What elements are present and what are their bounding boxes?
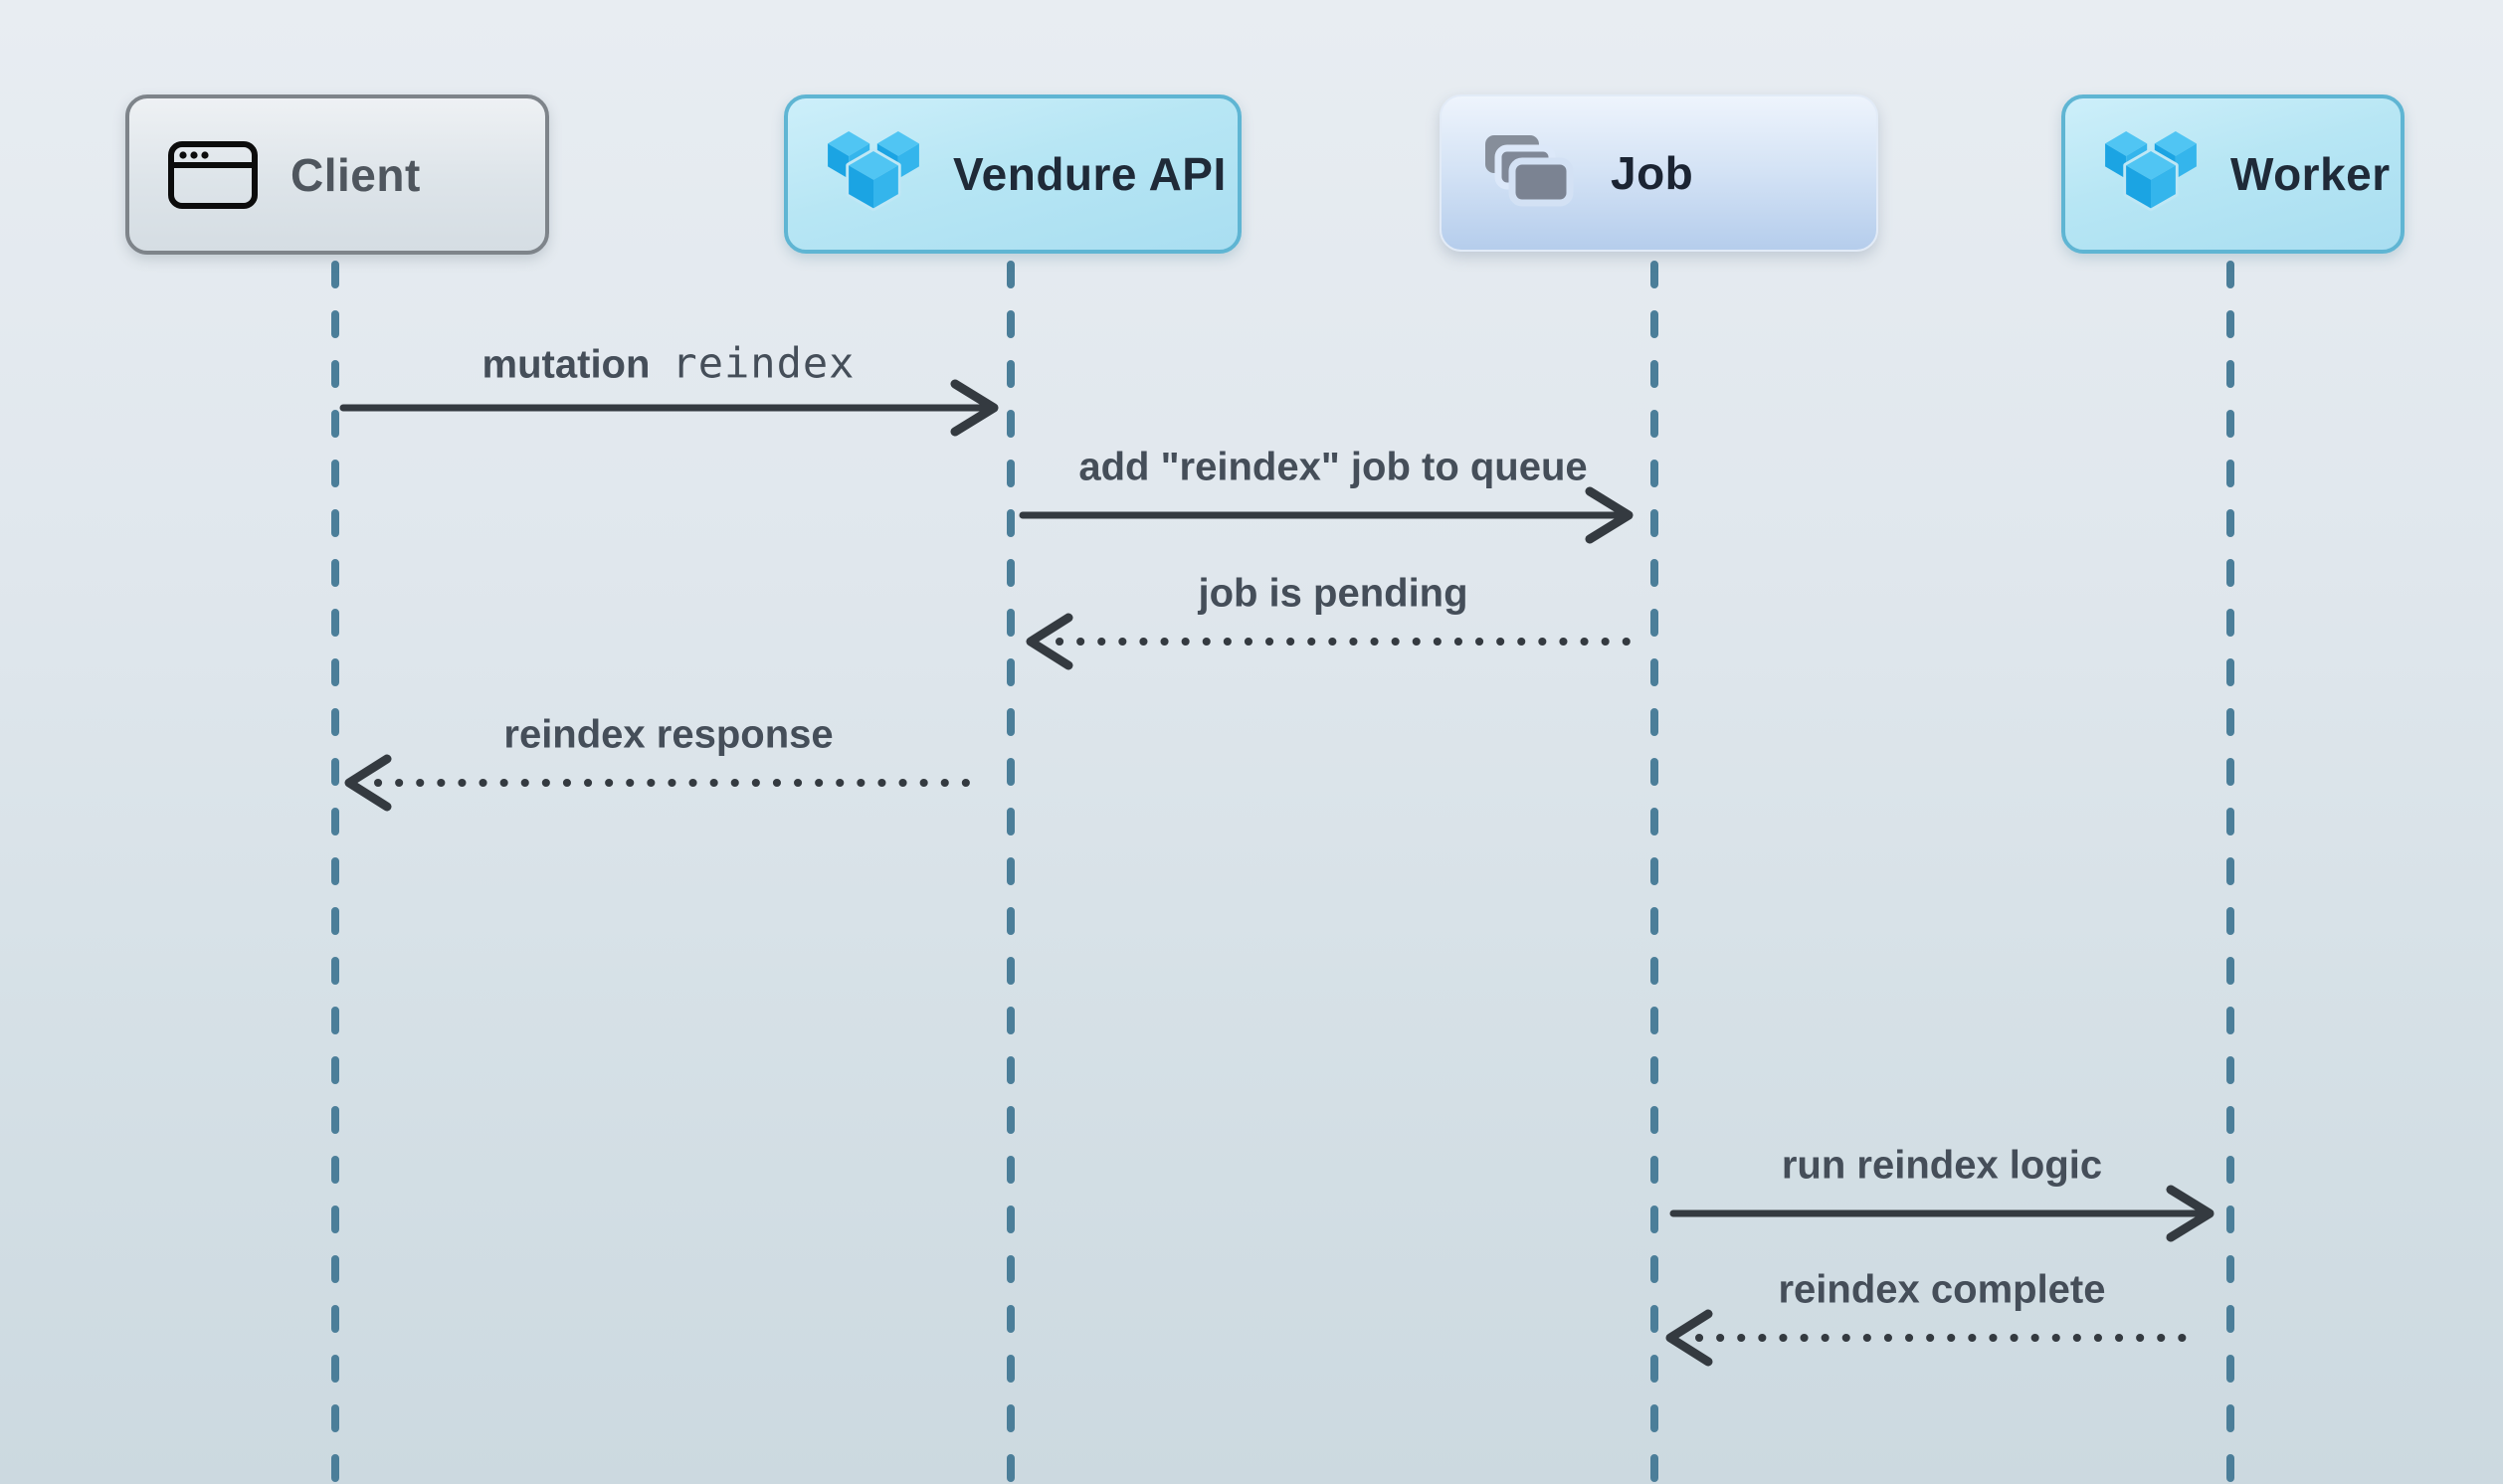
actor-job: Job [1440, 94, 1878, 252]
message-label-run-reindex-logic: run reindex logic [1781, 1143, 2103, 1188]
arrow-run-reindex-logic [1669, 1185, 2214, 1242]
arrow-add-job-to-queue [1019, 486, 1634, 544]
actor-vendure-api: Vendure API [784, 94, 1242, 254]
actor-client-label: Client [290, 148, 421, 201]
arrow-job-is-pending [1026, 613, 1634, 670]
message-label-reindex-response: reindex response [503, 712, 834, 757]
actor-client: Client [125, 94, 549, 255]
stacked-cards-icon [1485, 135, 1574, 207]
message-label-add-job-to-queue: add "reindex" job to queue [1078, 445, 1588, 489]
actor-worker-label: Worker [2230, 148, 2391, 200]
message-label-reindex-complete: reindex complete [1778, 1267, 2106, 1312]
vendure-cubes-icon [828, 130, 919, 212]
message-text: mutation [481, 342, 651, 387]
arrow-reindex-complete [1665, 1309, 2198, 1367]
actor-job-label: Job [1611, 147, 1694, 199]
browser-window-icon [168, 140, 258, 209]
arrow-reindex-response [344, 754, 989, 812]
message-label-mutation-reindex: mutation reindex [482, 339, 856, 388]
actor-vendure-api-label: Vendure API [953, 148, 1227, 200]
vendure-cubes-icon [2105, 130, 2197, 212]
message-code-text: reindex [672, 338, 856, 388]
message-label-job-is-pending: job is pending [1198, 571, 1468, 616]
actor-worker: Worker [2061, 94, 2405, 254]
arrow-mutation-reindex [339, 379, 999, 437]
